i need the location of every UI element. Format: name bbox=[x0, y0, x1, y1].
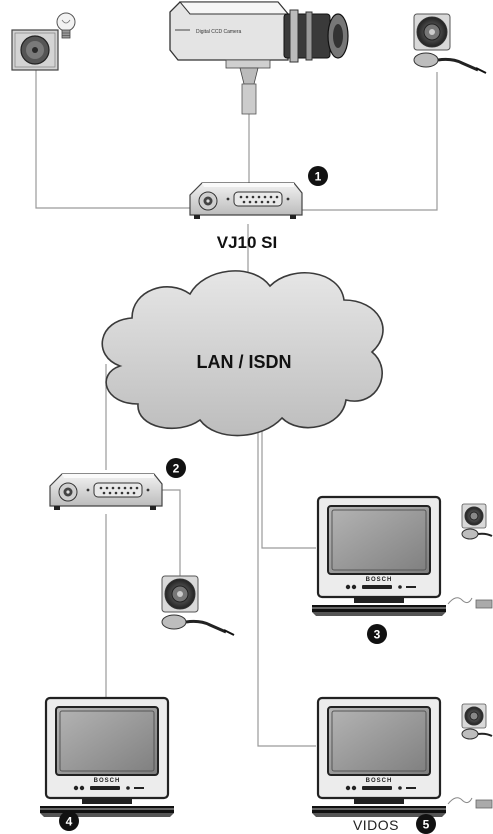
badge-5-number: 5 bbox=[423, 818, 430, 832]
ccd-camera-icon: Digital CCD Camera bbox=[169, 1, 349, 115]
monitor-brand: BOSCH bbox=[94, 778, 121, 784]
vidos-caption: VIDOS bbox=[353, 817, 399, 833]
encoder-label: VJ10 SI bbox=[217, 233, 278, 252]
monitor-keyboard-icon bbox=[38, 696, 176, 819]
badge-3: 3 bbox=[367, 624, 387, 644]
monitor-keyboard-icon bbox=[310, 495, 448, 618]
monitor-brand: BOSCH bbox=[366, 577, 393, 583]
speaker-microphone-icon bbox=[160, 574, 236, 637]
mouse-icon bbox=[447, 597, 493, 609]
monitor-brand: BOSCH bbox=[366, 778, 393, 784]
badge-2-number: 2 bbox=[173, 462, 180, 476]
badge-4: 4 bbox=[59, 811, 79, 831]
sensor-with-lightbulb-icon bbox=[11, 12, 76, 71]
speaker-microphone-icon bbox=[461, 503, 493, 540]
badge-4-number: 4 bbox=[66, 815, 73, 829]
network-cloud-icon bbox=[101, 270, 384, 437]
speaker-microphone-icon bbox=[412, 12, 488, 75]
badge-2: 2 bbox=[166, 458, 186, 478]
decoder-box-icon bbox=[49, 473, 163, 511]
mouse-icon bbox=[447, 797, 493, 809]
camera-label: Digital CCD Camera bbox=[196, 29, 242, 35]
network-label: LAN / ISDN bbox=[196, 352, 291, 372]
monitor-keyboard-icon bbox=[310, 696, 448, 819]
badge-1: 1 bbox=[308, 166, 328, 186]
badge-5: 5 bbox=[416, 814, 436, 834]
speaker-microphone-icon bbox=[461, 703, 493, 740]
badge-1-number: 1 bbox=[315, 170, 322, 184]
badge-3-number: 3 bbox=[374, 628, 381, 642]
connection-lines bbox=[35, 68, 438, 747]
encoder-box-icon bbox=[189, 182, 303, 220]
